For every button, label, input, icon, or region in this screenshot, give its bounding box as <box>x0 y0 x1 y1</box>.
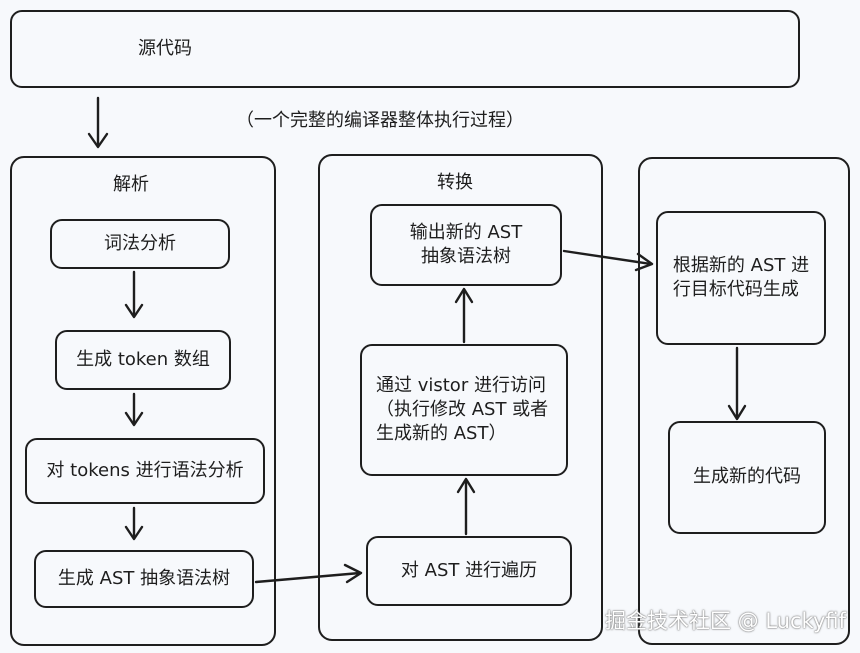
transform-group-title: 转换 <box>437 172 473 193</box>
parse-group-title: 解析 <box>113 174 149 195</box>
generate-group <box>638 157 850 645</box>
syntax-analysis-step: 对 tokens 进行语法分析 <box>25 438 265 504</box>
target-code-generation-step: 根据新的 AST 进 行目标代码生成 <box>656 211 826 345</box>
parse-group <box>10 156 276 646</box>
ast-generation-step: 生成 AST 抽象语法树 <box>34 550 254 608</box>
transform-group <box>318 154 603 641</box>
token-array-step: 生成 token 数组 <box>55 330 231 390</box>
ast-traverse-step: 对 AST 进行遍历 <box>366 536 572 606</box>
source-code-box: 源代码 <box>10 10 800 88</box>
lexical-analysis-step: 词法分析 <box>50 219 230 269</box>
watermark: 掘金技术社区 @ Luckyfif <box>605 609 846 633</box>
diagram-caption: （一个完整的编译器整体执行过程） <box>236 110 524 131</box>
new-code-step: 生成新的代码 <box>668 421 826 534</box>
arrow-source-to-parse <box>87 96 109 149</box>
visitor-access-step: 通过 vistor 进行访问 （执行修改 AST 或者 生成新的 AST） <box>360 344 568 476</box>
output-new-ast-step: 输出新的 AST 抽象语法树 <box>370 204 562 286</box>
source-code-label: 源代码 <box>138 37 192 59</box>
